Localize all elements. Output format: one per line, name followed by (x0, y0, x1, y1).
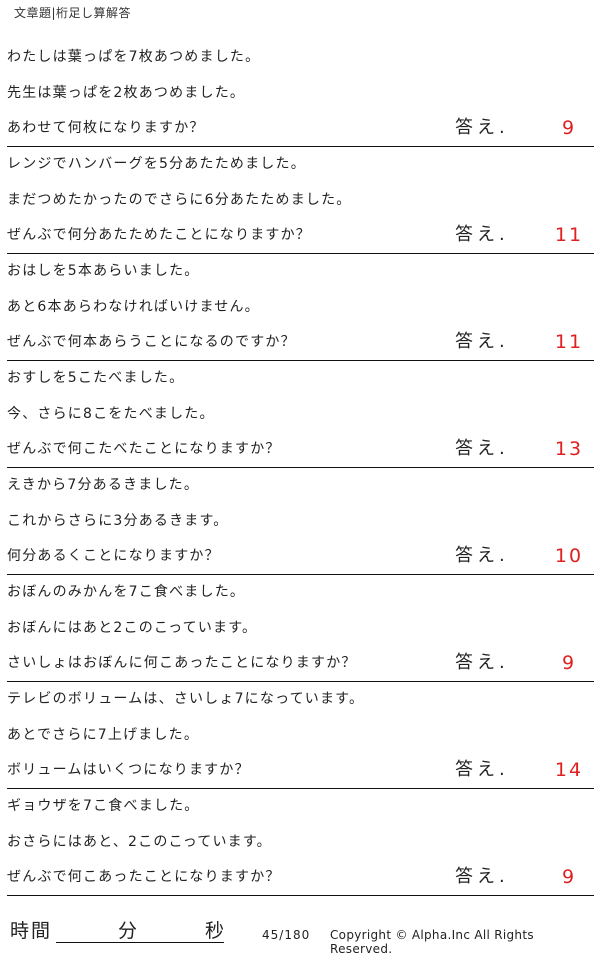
answer-value: 10 (554, 545, 584, 567)
answer-label: 答え. (455, 545, 509, 566)
answer-label: 答え. (455, 866, 509, 887)
problem-line: わたしは葉っぱを7枚あつめました。 (7, 49, 261, 65)
question-line: ボリュームはいくつになりますか？ 答え. 14 (7, 752, 594, 789)
question-text: さいしょはおぼんに何こあったことになりますか？ (7, 655, 357, 671)
problem-line: おぼんにはあと2このこっています。 (7, 620, 258, 636)
copyright: Copyright © Alpha.Inc All Rights Reserve… (330, 928, 534, 956)
footer: 時間 分 秒 45/180 Copyright © Alpha.Inc All … (0, 910, 600, 956)
answer-value: 13 (554, 438, 584, 460)
problem-line: まだつめたかったのでさらに6分あたためました。 (7, 192, 352, 208)
problem-6: おぼんのみかんを7こ食べました。 おぼんにはあと2このこっています。 さいしょは… (0, 574, 600, 682)
answer-value: 9 (561, 866, 577, 888)
problem-line: テレビのボリュームは、さいしょ7になっています。 (7, 691, 365, 707)
problem-1: わたしは葉っぱを7枚あつめました。 先生は葉っぱを2枚あつめました。 あわせて何… (0, 39, 600, 147)
question-text: あわせて何枚になりますか？ (7, 120, 205, 136)
problem-line: レンジでハンバーグを5分あたためました。 (7, 156, 306, 172)
question-line: ぜんぶで何こあったことになりますか？ 答え. 9 (7, 859, 594, 896)
problem-line: 先生は葉っぱを2枚あつめました。 (7, 85, 246, 101)
answer-label: 答え. (455, 117, 509, 138)
answer-value: 9 (561, 652, 577, 674)
page-number: 45/180 (262, 928, 311, 942)
question-line: ぜんぶで何分あたためたことになりますか？ 答え. 11 (7, 217, 594, 254)
seconds-label: 秒 (205, 920, 225, 942)
problem-line: あとでさらに7上げました。 (7, 727, 200, 743)
problem-line: 今、さらに8こをたべました。 (7, 406, 215, 422)
answer-label: 答え. (455, 759, 509, 780)
problem-line: ギョウザを7こ食べました。 (7, 798, 200, 814)
problem-line: おさらにはあと、2このこっています。 (7, 834, 272, 850)
question-text: ボリュームはいくつになりますか？ (7, 762, 250, 778)
problem-line: あと6本あらわなければいけません。 (7, 299, 260, 315)
page-header: 文章題|桁足し算解答 (14, 6, 132, 20)
problem-4: おすしを5こたべました。 今、さらに8こをたべました。 ぜんぶで何こたべたことに… (0, 360, 600, 468)
question-text: 何分あるくことになりますか？ (7, 548, 220, 564)
answer-value: 11 (554, 224, 584, 246)
problem-line: これからさらに3分あるきます。 (7, 513, 229, 529)
answer-value: 9 (561, 117, 577, 139)
question-text: ぜんぶで何こたべたことになりますか？ (7, 441, 281, 457)
answer-label: 答え. (455, 652, 509, 673)
answer-label: 答え. (455, 224, 509, 245)
problem-2: レンジでハンバーグを5分あたためました。 まだつめたかったのでさらに6分あたため… (0, 146, 600, 254)
minutes-label: 分 (118, 920, 138, 942)
question-text: ぜんぶで何分あたためたことになりますか？ (7, 227, 311, 243)
problem-line: おぼんのみかんを7こ食べました。 (7, 584, 246, 600)
question-line: さいしょはおぼんに何こあったことになりますか？ 答え. 9 (7, 645, 594, 682)
time-blank-line (56, 942, 224, 943)
problem-list: わたしは葉っぱを7枚あつめました。 先生は葉っぱを2枚あつめました。 あわせて何… (0, 39, 600, 896)
answer-label: 答え. (455, 438, 509, 459)
question-text: ぜんぶで何本あらうことになるのですか？ (7, 334, 296, 350)
time-label: 時間 (10, 920, 53, 942)
answer-value: 11 (554, 331, 584, 353)
problem-8: ギョウザを7こ食べました。 おさらにはあと、2このこっています。 ぜんぶで何こあ… (0, 788, 600, 896)
question-text: ぜんぶで何こあったことになりますか？ (7, 869, 281, 885)
question-line: ぜんぶで何こたべたことになりますか？ 答え. 13 (7, 431, 594, 468)
question-line: 何分あるくことになりますか？ 答え. 10 (7, 538, 594, 575)
problem-5: えきから7分あるきました。 これからさらに3分あるきます。 何分あるくことになり… (0, 467, 600, 575)
answer-value: 14 (554, 759, 584, 781)
problem-line: おはしを5本あらいました。 (7, 263, 200, 279)
problem-line: おすしを5こたべました。 (7, 370, 185, 386)
problem-line: えきから7分あるきました。 (7, 477, 200, 493)
question-line: ぜんぶで何本あらうことになるのですか？ 答え. 11 (7, 324, 594, 361)
question-line: あわせて何枚になりますか？ 答え. 9 (7, 110, 594, 147)
answer-label: 答え. (455, 331, 509, 352)
problem-7: テレビのボリュームは、さいしょ7になっています。 あとでさらに7上げました。 ボ… (0, 681, 600, 789)
problem-3: おはしを5本あらいました。 あと6本あらわなければいけません。 ぜんぶで何本あら… (0, 253, 600, 361)
